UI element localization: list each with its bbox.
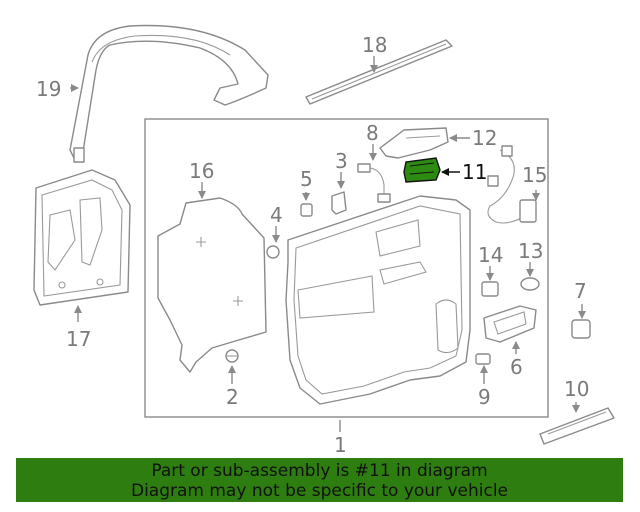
callout-17: 17 [66,327,91,351]
part-4-clip[interactable] [266,245,280,259]
part-3-bracket[interactable] [331,191,347,215]
info-banner: Part or sub-assembly is #11 in diagram D… [16,458,623,502]
assembly-box [144,118,549,418]
part-6-inside-handle[interactable] [483,305,537,343]
callout-4: 4 [270,203,283,227]
part-14-clip[interactable] [481,281,499,297]
part-7-cover[interactable] [571,319,591,339]
callout-8: 8 [366,121,379,145]
callout-14: 14 [478,243,503,267]
part-12-switch-bezel[interactable] [379,127,449,159]
part-9-cap[interactable] [475,353,491,365]
part-16-water-deflector[interactable] [157,197,267,373]
part-17-inner-door-panel[interactable] [33,169,131,306]
callout-13: 13 [518,239,543,263]
callout-19: 19 [36,77,61,101]
door-trim-parts-diagram: 19 18 16 17 2 4 5 3 8 12 11 15 14 13 7 6… [33,24,615,457]
callout-3: 3 [335,149,348,173]
part-1-door-trim-panel[interactable] [285,195,471,405]
callout-2: 2 [226,385,239,409]
callout-5: 5 [300,167,313,191]
part-11-window-switch[interactable] [403,157,441,183]
callout-12: 12 [472,126,497,150]
callout-9: 9 [478,385,491,409]
callout-1: 1 [334,433,347,457]
callout-11-highlighted: 11 [462,160,487,184]
banner-line-1: Part or sub-assembly is #11 in diagram [151,461,488,481]
part-18-weatherstrip[interactable] [305,39,453,105]
callout-18: 18 [362,33,387,57]
part-19-pillar-trim[interactable] [69,24,269,163]
callout-6: 6 [510,355,523,379]
callout-15: 15 [522,163,547,187]
part-8-harness[interactable] [357,163,391,203]
callout-7: 7 [574,279,587,303]
part-2-clip[interactable] [225,349,239,363]
part-15-harness[interactable] [487,145,537,224]
part-10-sill-strip[interactable] [539,407,615,445]
callout-16: 16 [189,159,214,183]
banner-line-2: Diagram may not be specific to your vehi… [130,481,508,501]
callout-10: 10 [564,377,589,401]
part-13-clip[interactable] [520,277,540,291]
part-5-fastener[interactable] [300,203,313,217]
